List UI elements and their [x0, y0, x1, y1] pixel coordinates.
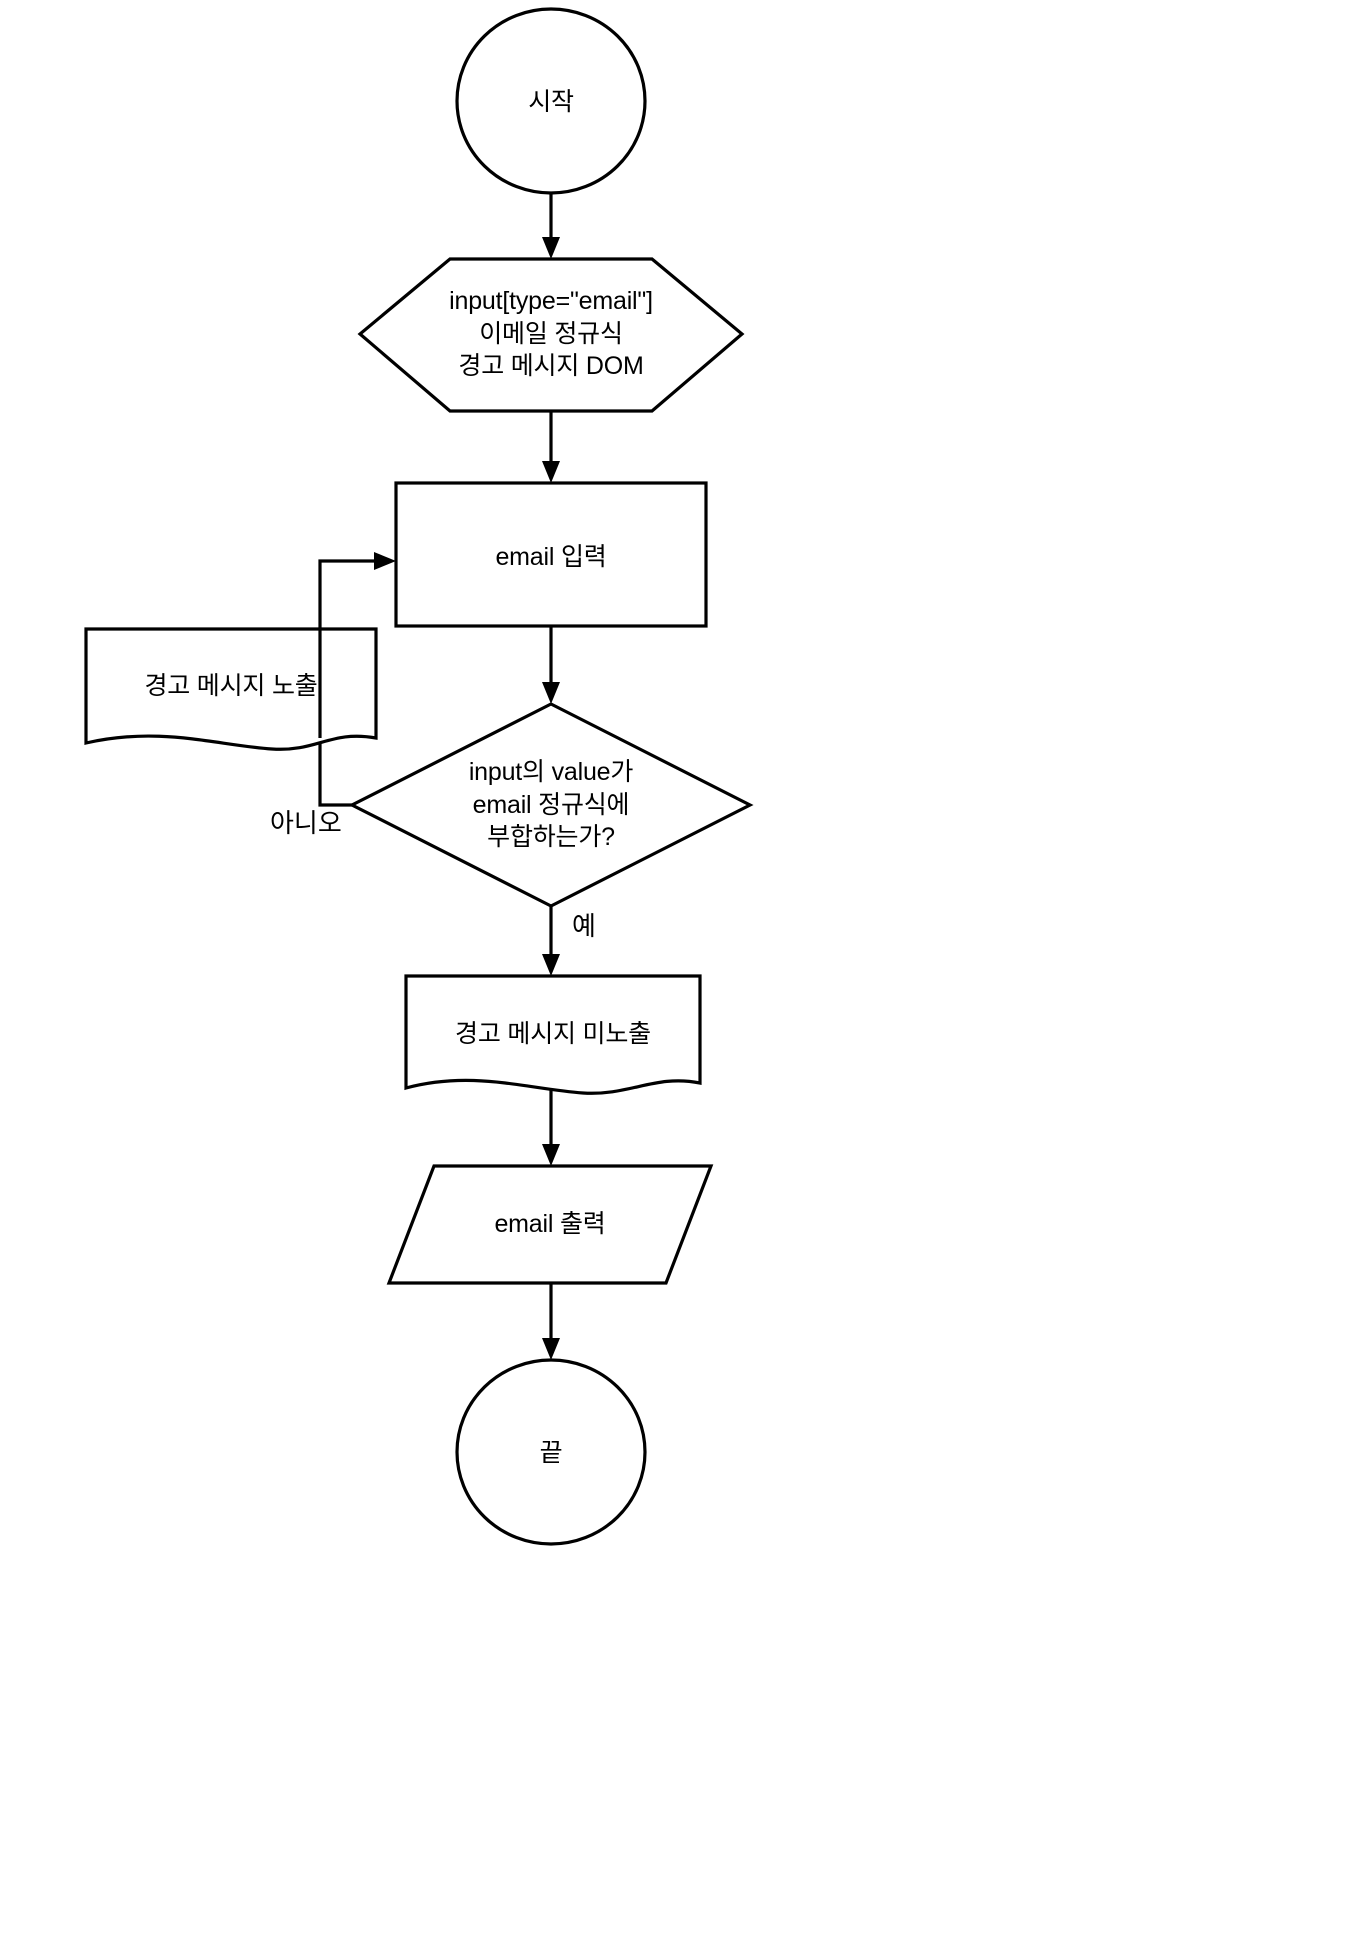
edge-prepare-to-email-input-arrowhead	[542, 461, 560, 483]
edge-warning-shown-to-email-input	[318, 559, 380, 738]
edge-warning-shown-to-email-input-arrowhead	[374, 552, 396, 570]
node-start-shape[interactable]	[455, 7, 647, 195]
edge-label-yes: 예	[572, 911, 596, 941]
edge-email-input-to-decision-arrowhead	[542, 682, 560, 704]
node-warning-shown-shape[interactable]	[84, 627, 378, 751]
node-end-shape[interactable]	[455, 1358, 647, 1546]
node-prepare-shape[interactable]	[357, 257, 745, 413]
node-email-input-shape[interactable]	[394, 481, 708, 628]
edge-warning-hidden-to-email-output-arrowhead	[542, 1144, 560, 1166]
edge-start-to-prepare-arrowhead	[542, 237, 560, 259]
edge-label-no: 아니오	[270, 808, 342, 838]
node-decision-shape[interactable]	[348, 702, 754, 908]
node-email-output-shape[interactable]	[386, 1164, 714, 1285]
edge-email-output-to-end-arrowhead	[542, 1338, 560, 1360]
edge-decision-to-warning-hidden-arrowhead	[542, 954, 560, 976]
edge-decision-to-warning-shown	[318, 744, 352, 807]
node-warning-hidden-shape[interactable]	[404, 974, 702, 1095]
